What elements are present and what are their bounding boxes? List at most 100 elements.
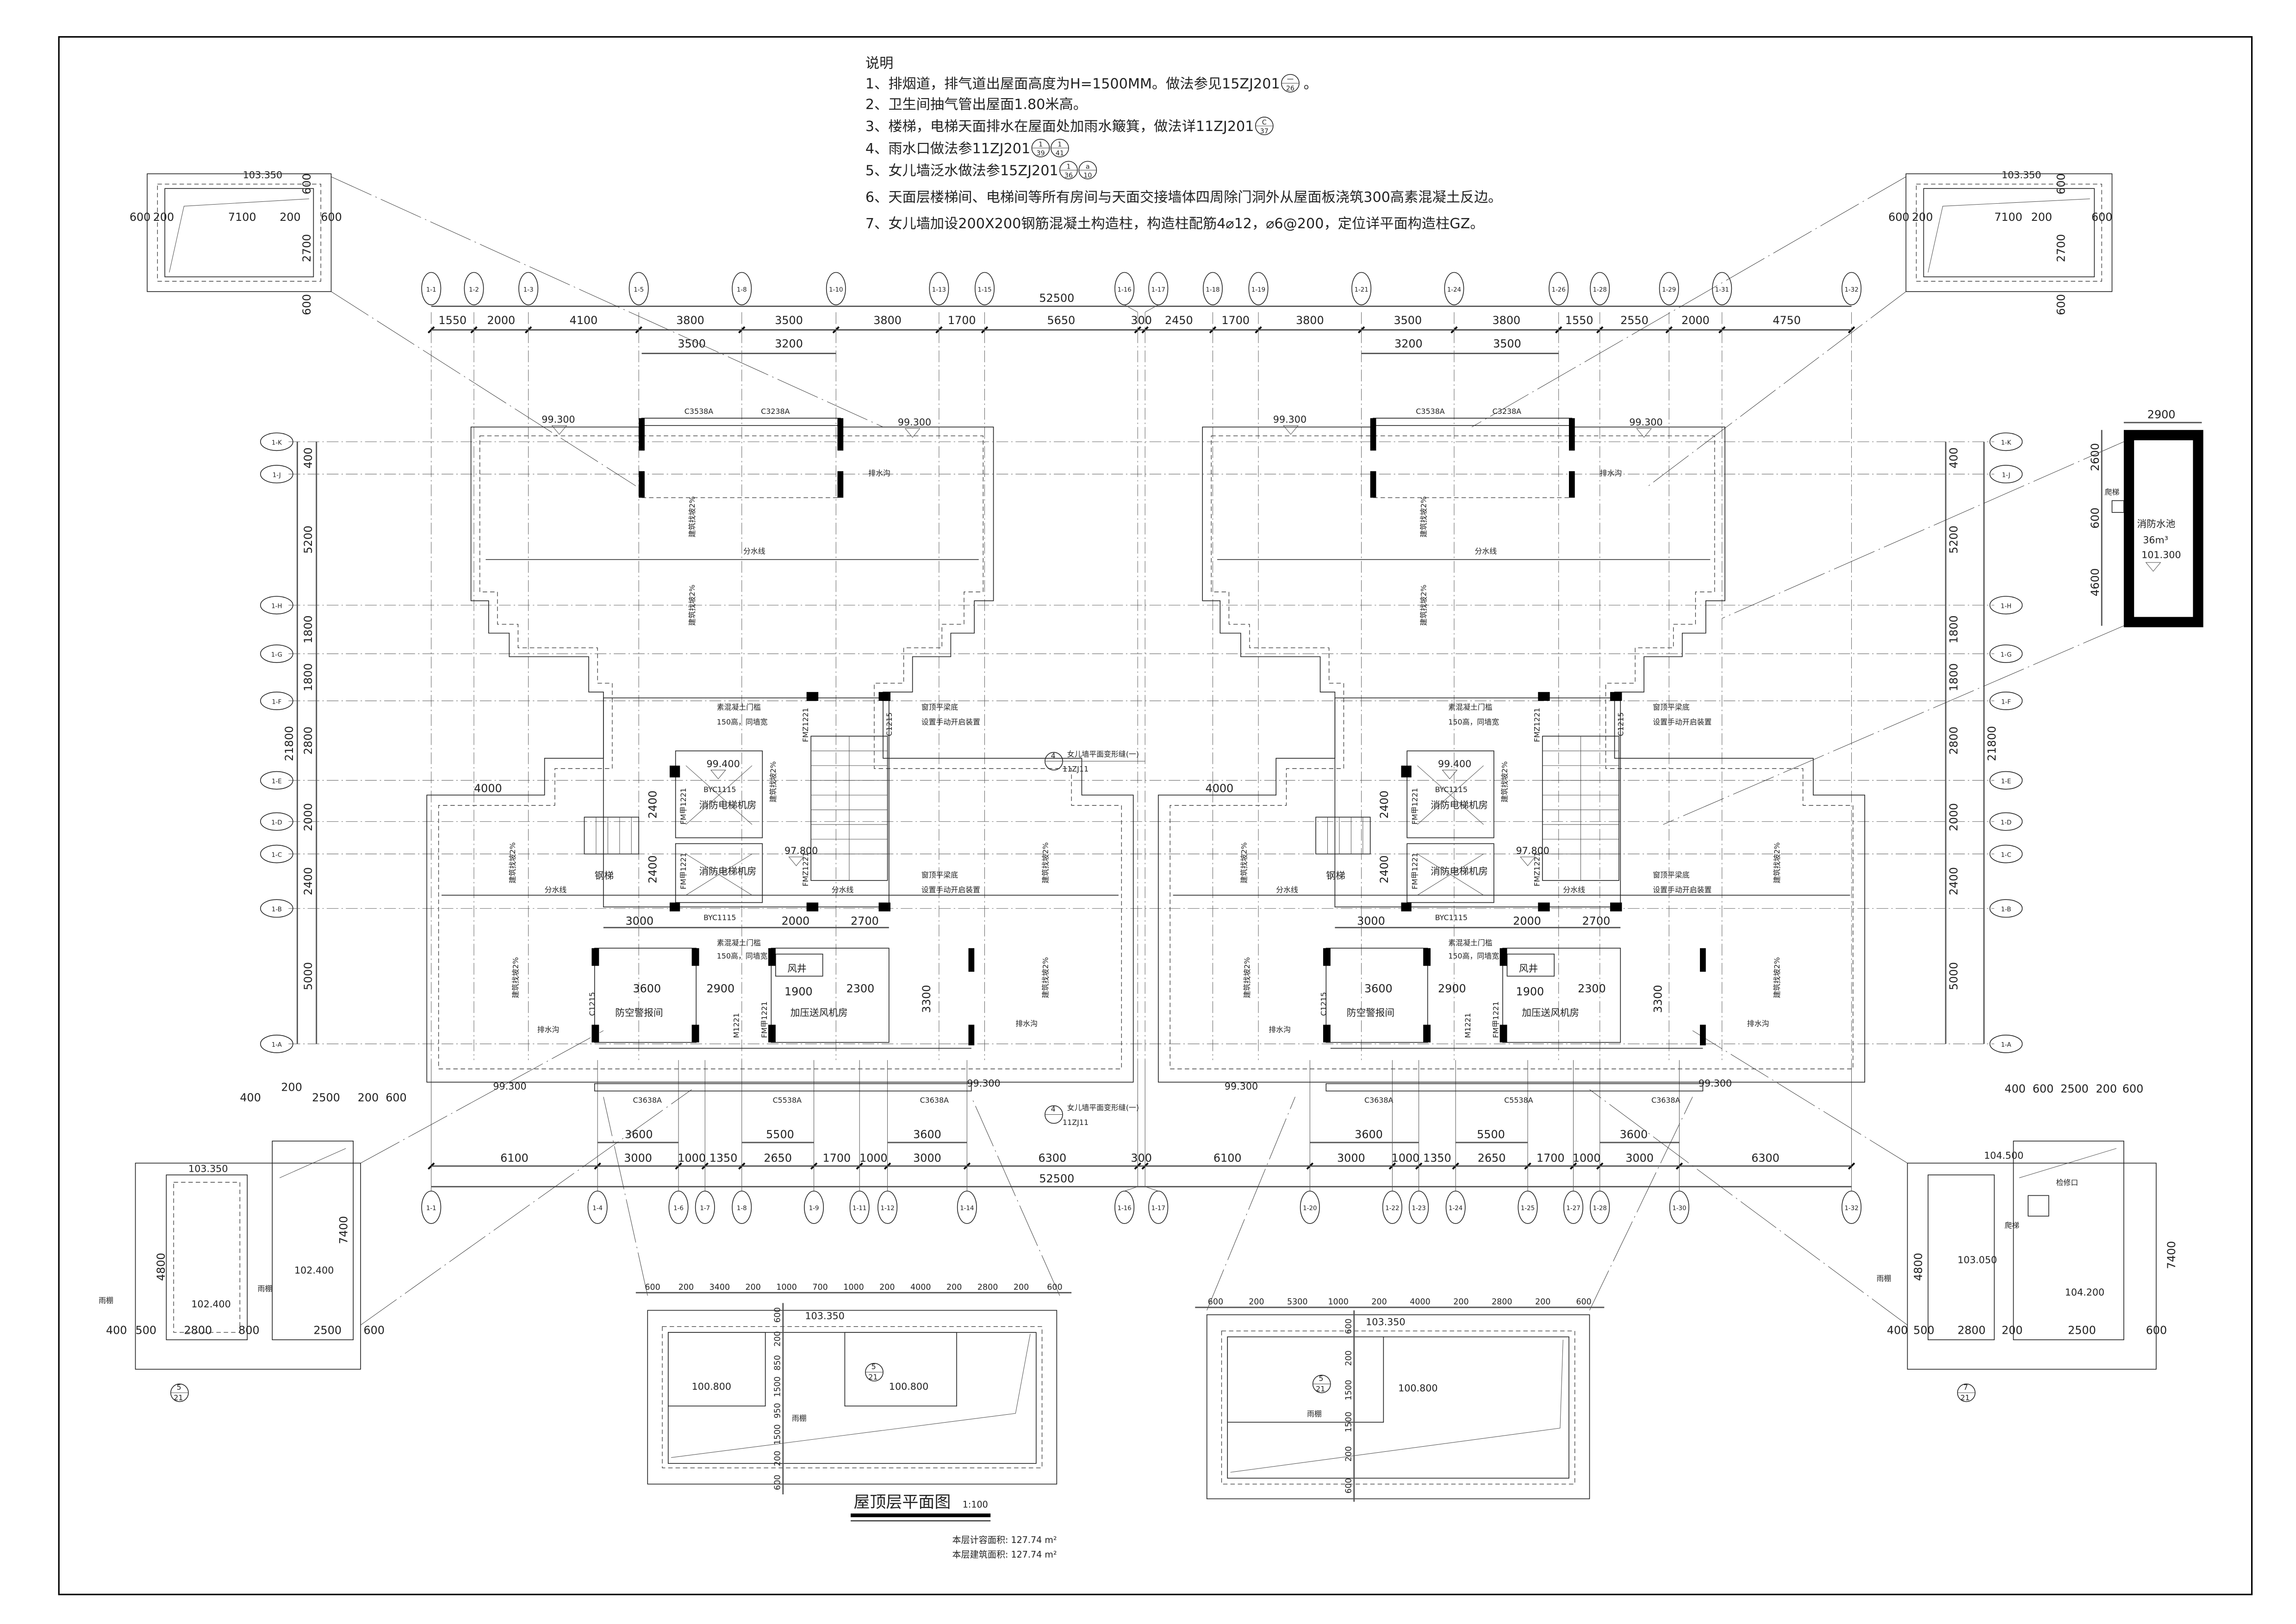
detail-ref-number: 4: [1051, 1105, 1056, 1113]
axis-bubble-label: 1-25: [1521, 1205, 1535, 1212]
dimension: 2500: [2060, 1082, 2089, 1095]
row-bubble: [1989, 596, 2023, 615]
detail-ref-number: 5: [1319, 1374, 1323, 1383]
detail-ref-number: 1: [1058, 141, 1062, 149]
building-area-text: 本层建筑面积: 127.74 m²: [952, 1550, 1057, 1560]
row-bubble: [260, 844, 293, 863]
dimension: 3200: [1394, 337, 1423, 350]
axis-bubble-label: 1-14: [960, 1205, 974, 1212]
dimension: 200: [280, 211, 301, 224]
elevation-label: 99.400: [706, 758, 740, 769]
dimension: 200: [773, 1331, 782, 1346]
note-item: 6、天面层楼梯间、电梯间等所有房间与天面交接墙体四周除门洞外从屋面板浇筑300高…: [865, 189, 1502, 206]
row-bubble-label: 1-D: [271, 819, 282, 826]
dimension: 1000: [1573, 1151, 1601, 1164]
slope-label: 建筑找坡2%: [1041, 842, 1050, 883]
dimension: 200: [153, 211, 174, 224]
dimension: 700: [812, 1283, 828, 1292]
axis-bubble-label: 1-24: [1447, 287, 1461, 294]
row-bubble: [1989, 432, 2023, 451]
stair-elevator-core: [603, 697, 890, 907]
door-tag: FMZ1221: [801, 852, 810, 886]
roof-plan-left-unit: C3538A C3238A 99.300 99.300 消防电梯机房 消防电梯机…: [426, 407, 1134, 1105]
row-bubble-label: 1-E: [2001, 778, 2011, 785]
dimension: 500: [136, 1324, 157, 1337]
detail-ref-number: 一: [1287, 76, 1294, 84]
threshold-note: 素混凝土门槛: [717, 703, 761, 712]
window-tag: C1215: [588, 992, 597, 1016]
stair-roof-plan-top-left: 103.350 600 200 7100 200 600 600 2700 60…: [130, 169, 342, 315]
axis-bubble: [1445, 1191, 1466, 1224]
detail-ref-sheet: 21: [174, 1393, 183, 1402]
axis-bubble: [1842, 1191, 1862, 1224]
axis-bubble: [1202, 272, 1223, 306]
dimension: 3800: [873, 314, 902, 327]
dimension: 1500: [1344, 1380, 1353, 1400]
dimension: 600: [645, 1283, 660, 1292]
window-tag: BYC1115: [703, 913, 736, 922]
fire-water-tank: 爬梯 消防水池 36m³ 101.300 2900 2600 600 4600: [2089, 408, 2203, 627]
dimension: 600: [1576, 1298, 1591, 1307]
dimension: 2900: [706, 982, 734, 995]
dimension: 600: [386, 1091, 407, 1104]
detail-ref-sheet: 21: [1960, 1393, 1970, 1402]
dimension: 4600: [2089, 568, 2102, 596]
ladder-label: 爬梯: [2004, 1221, 2019, 1230]
stair-roof-plan-bottom-left: 103.350 102.400 102.400 雨棚 雨棚 400 200 25…: [99, 1081, 407, 1402]
dimension: 1700: [1537, 1151, 1565, 1164]
dimension: 3000: [1625, 1151, 1654, 1164]
dimension: 2700: [851, 914, 879, 927]
dimension: 3000: [626, 914, 654, 927]
room-label: 钢梯: [595, 870, 614, 881]
door-tag: FM甲1221: [760, 1001, 769, 1038]
axis-bubble-label: 1-15: [977, 287, 991, 294]
dimension: 7400: [2165, 1241, 2178, 1269]
slope-label: 建筑找坡2%: [508, 842, 517, 883]
axis-bubble-label: 1-10: [829, 287, 843, 294]
dimension: 2400: [302, 867, 315, 895]
dimension: 2650: [1478, 1151, 1506, 1164]
row-bubble: [260, 1034, 293, 1053]
axis-bubble-label: 1-30: [1672, 1205, 1686, 1212]
vent-note: 设置手动开启装置: [921, 885, 980, 894]
row-bubble: [260, 771, 293, 790]
detail-ref-sheet: 11ZJ11: [1063, 765, 1089, 774]
dimension: 4800: [155, 1253, 168, 1281]
axis-bubble: [1444, 272, 1464, 306]
roof-plan-right-unit: [1157, 406, 1866, 1106]
dimension: 600: [321, 211, 342, 224]
ridge-label: 分水线: [545, 885, 567, 894]
dimension: 3000: [1337, 1151, 1365, 1164]
elevation-label: 97.800: [784, 845, 818, 856]
axis-bubble-label: 1-28: [1593, 1205, 1607, 1212]
elevation-label: 100.800: [889, 1381, 928, 1392]
row-bubble-label: 1-A: [2001, 1042, 2011, 1049]
window-band-top: [641, 418, 841, 426]
axis-bubble: [464, 272, 484, 306]
dims-bottom: 400 500 2800 800 2500 600: [106, 1324, 385, 1337]
dimension: 2000: [1948, 803, 1960, 831]
threshold-note: 150高，同墙宽: [717, 718, 768, 726]
note-suffix: 。: [1304, 76, 1318, 92]
dimension: 1500: [773, 1424, 782, 1445]
axis-bubble-label: 1-13: [932, 287, 946, 294]
dimension: 200: [2002, 1324, 2023, 1337]
detail-ref-sheet: 21: [868, 1373, 877, 1381]
detail-ref-sheet: 36: [1064, 172, 1073, 179]
elevator-machine-room: [675, 843, 763, 903]
dimension: 3800: [676, 314, 704, 327]
dimension: 200: [1912, 211, 1933, 224]
drawing-title-block: 屋顶层平面图 1:100 本层计容面积: 127.74 m² 本层建筑面积: 1…: [851, 1493, 1057, 1560]
axis-bubble: [421, 272, 442, 306]
axis-bubble: [975, 272, 995, 306]
dimension: 3500: [1394, 314, 1422, 327]
row-bubble: [1989, 1034, 2023, 1053]
vent-note: 窗顶平梁底: [921, 703, 958, 712]
dimension: 3000: [624, 1151, 652, 1164]
dimension: 1550: [1565, 314, 1593, 327]
dimension: 6300: [1038, 1151, 1066, 1164]
slope-label: 建筑找坡2%: [1041, 957, 1050, 999]
door-tag: FM甲1221: [679, 788, 688, 824]
dimension: 3500: [775, 314, 803, 327]
